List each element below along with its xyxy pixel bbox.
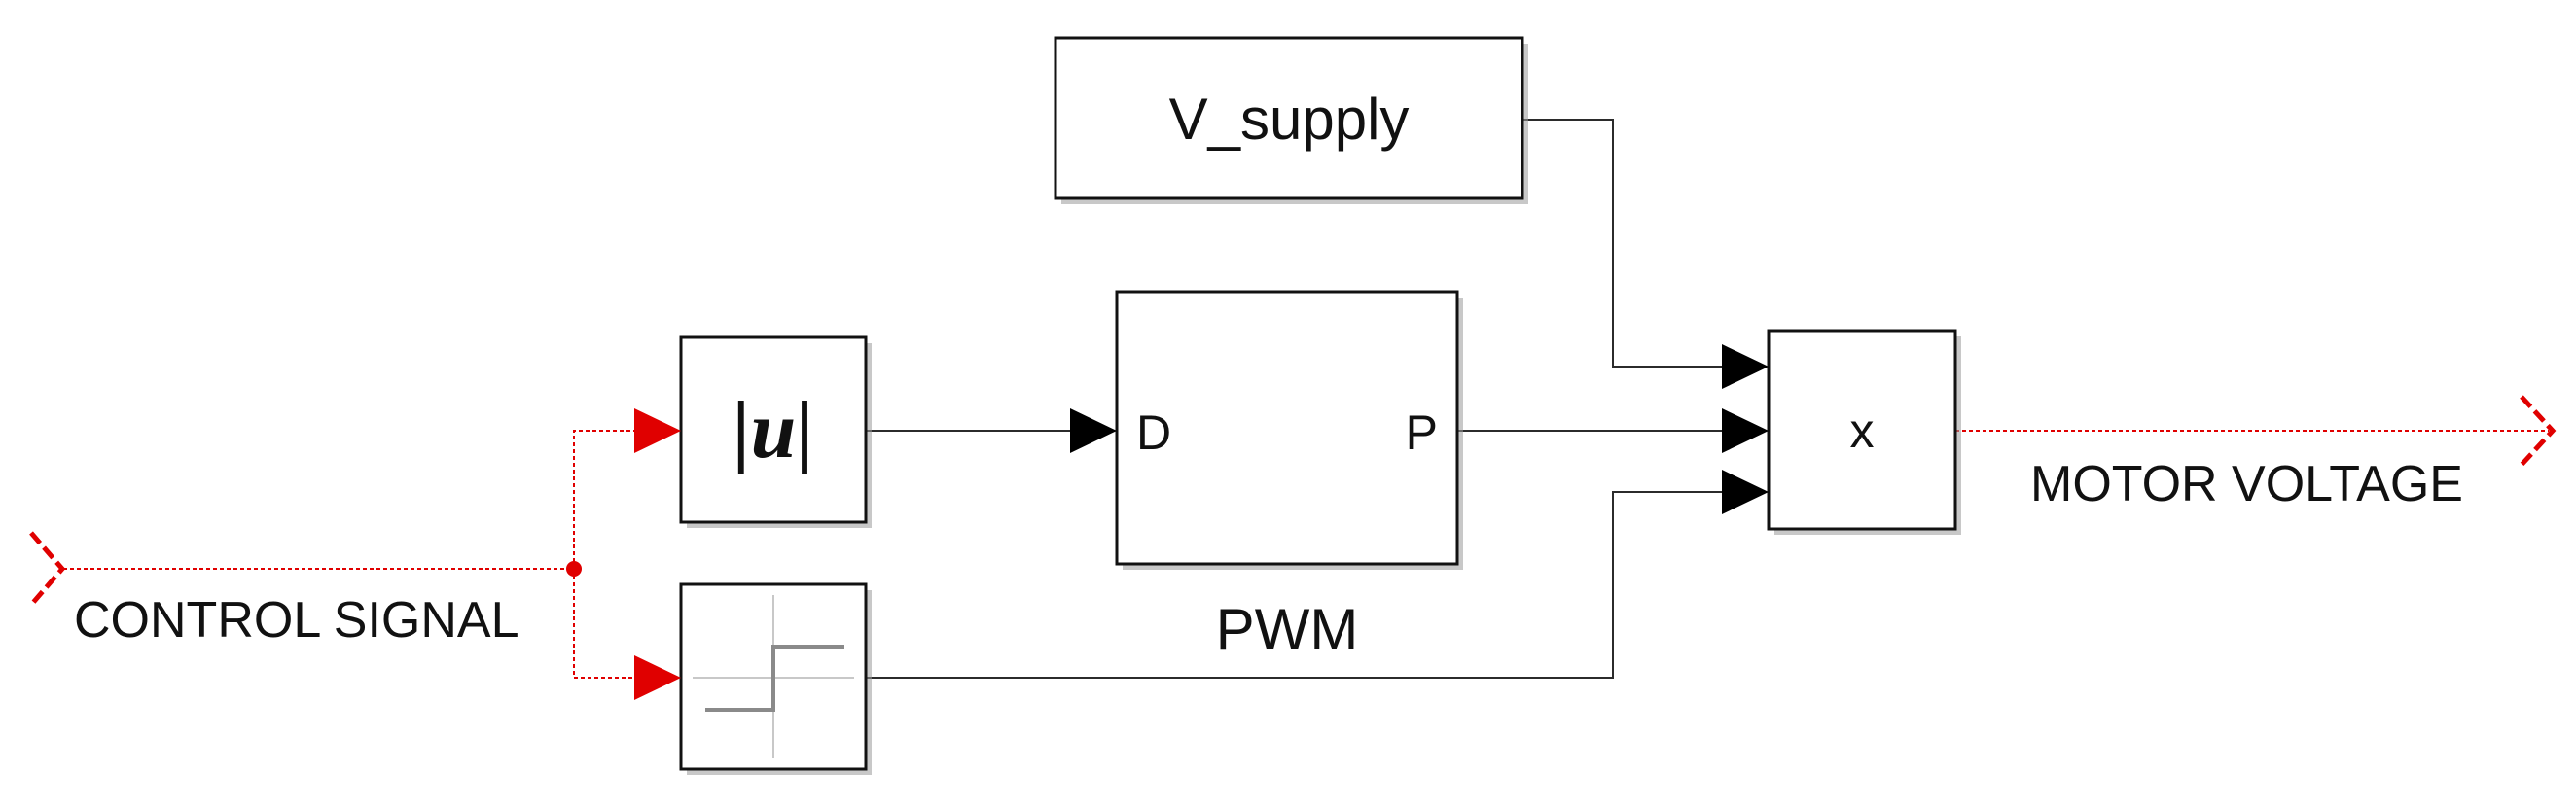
- abs-label: |u|: [733, 385, 814, 475]
- pwm-input-port-label: D: [1136, 405, 1171, 460]
- product-input3-arrow-icon: [1722, 470, 1769, 514]
- pwm-output-port-label: P: [1406, 405, 1438, 460]
- product-input1-arrow-icon: [1722, 344, 1769, 389]
- pwm-input-arrow-icon: [1070, 408, 1117, 453]
- v-supply-label: V_supply: [1169, 87, 1410, 152]
- sign-input-arrow-icon: [634, 655, 681, 700]
- abs-block[interactable]: |u|: [679, 335, 872, 528]
- step-relay-icon: [693, 595, 854, 758]
- control-signal-label: CONTROL SIGNAL: [74, 592, 519, 649]
- branch-point: [566, 561, 582, 577]
- product-block[interactable]: x: [1767, 329, 1961, 535]
- input-signal-line[interactable]: [63, 430, 637, 679]
- sign-block[interactable]: [679, 582, 872, 775]
- output-port-chevron-icon: [2520, 395, 2557, 467]
- sign-to-product-wire[interactable]: [866, 491, 1724, 679]
- pwm-block[interactable]: D P: [1115, 290, 1463, 570]
- vsupply-to-product-wire[interactable]: [1522, 119, 1724, 368]
- pwm-block-name: PWM: [1216, 597, 1359, 662]
- abs-input-arrow-icon: [634, 408, 681, 453]
- motor-voltage-label: MOTOR VOLTAGE: [2030, 456, 2463, 512]
- input-port-chevron-icon: [29, 531, 66, 607]
- product-input2-arrow-icon: [1722, 408, 1769, 453]
- product-label: x: [1850, 404, 1875, 458]
- v-supply-block[interactable]: V_supply: [1054, 36, 1528, 204]
